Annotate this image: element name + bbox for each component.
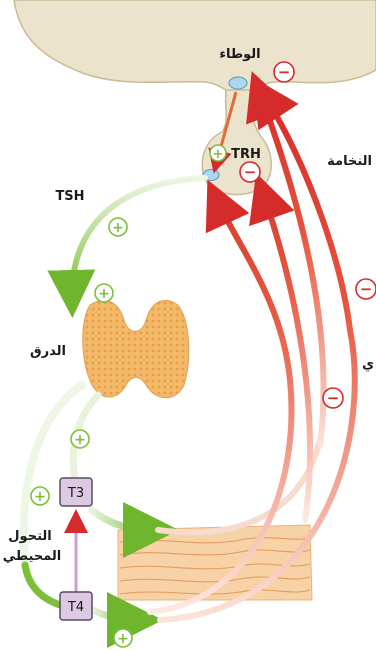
peripheral-conversion-label-1: التحول [8,529,51,544]
plus-sign-icon: + [31,487,49,505]
svg-text:+: + [117,631,129,647]
t3-box: T3 [60,478,92,506]
t4-label: T4 [67,600,84,615]
plus-sign-icon: + [114,629,132,647]
trh-label: TRH [231,147,261,162]
pituitary-label: النخامة [327,154,372,169]
thyroid-label: الدرق [30,344,66,359]
svg-text:+: + [34,489,46,505]
plus-sign-icon: + [95,284,113,302]
minus-sign-icon: − [240,162,260,182]
cutoff-right-label: ي [362,357,374,372]
tsh-label: TSH [55,189,84,204]
minus-sign-icon: − [356,279,376,299]
hypothalamus-label: الوطاء [219,47,260,62]
tsh-arrow [72,178,205,300]
svg-text:−: − [360,280,373,298]
svg-text:+: + [213,147,224,162]
svg-text:+: + [74,432,86,448]
t3-to-tissue-arrow [92,510,158,530]
svg-text:−: − [244,163,257,181]
svg-text:−: − [278,63,291,81]
t3-feedback-continuation [158,440,320,532]
plus-sign-icon: + [71,430,89,448]
hypothalamus-cell-icon [229,77,247,89]
minus-sign-icon: − [323,388,343,408]
thyroid-gland [83,300,189,397]
plus-sign-icon: + [109,218,127,236]
plus-sign-icon: + [210,145,226,162]
svg-text:+: + [98,286,110,302]
minus-sign-icon: − [274,62,294,82]
t4-to-tissue-arrow [92,610,142,620]
peripheral-conversion-label-2: المحيطي [3,549,62,564]
t3-label: T3 [67,486,84,501]
hypothalamus-shape [14,0,376,96]
svg-text:+: + [112,220,124,236]
svg-text:−: − [327,389,340,407]
t4-box: T4 [60,592,92,620]
